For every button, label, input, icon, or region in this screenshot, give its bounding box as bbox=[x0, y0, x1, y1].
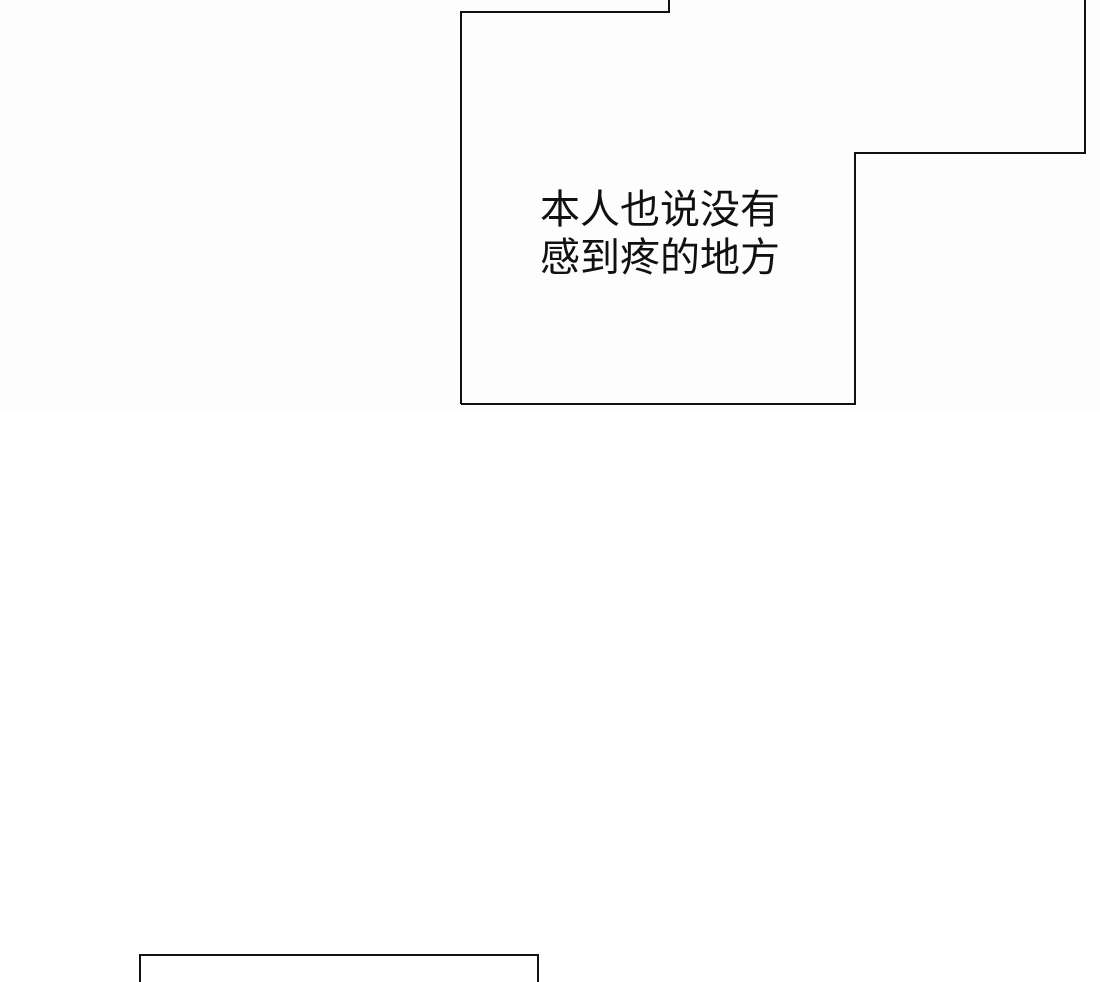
speech-line-2: 感到疼的地方 bbox=[540, 235, 780, 281]
speech-box-outline bbox=[460, 0, 1086, 405]
speech-text: 本人也说没有 感到疼的地方 bbox=[470, 186, 850, 282]
upper-panel-background bbox=[0, 0, 1100, 410]
speech-line-1: 本人也说没有 bbox=[540, 187, 780, 233]
next-panel-border bbox=[139, 954, 539, 982]
